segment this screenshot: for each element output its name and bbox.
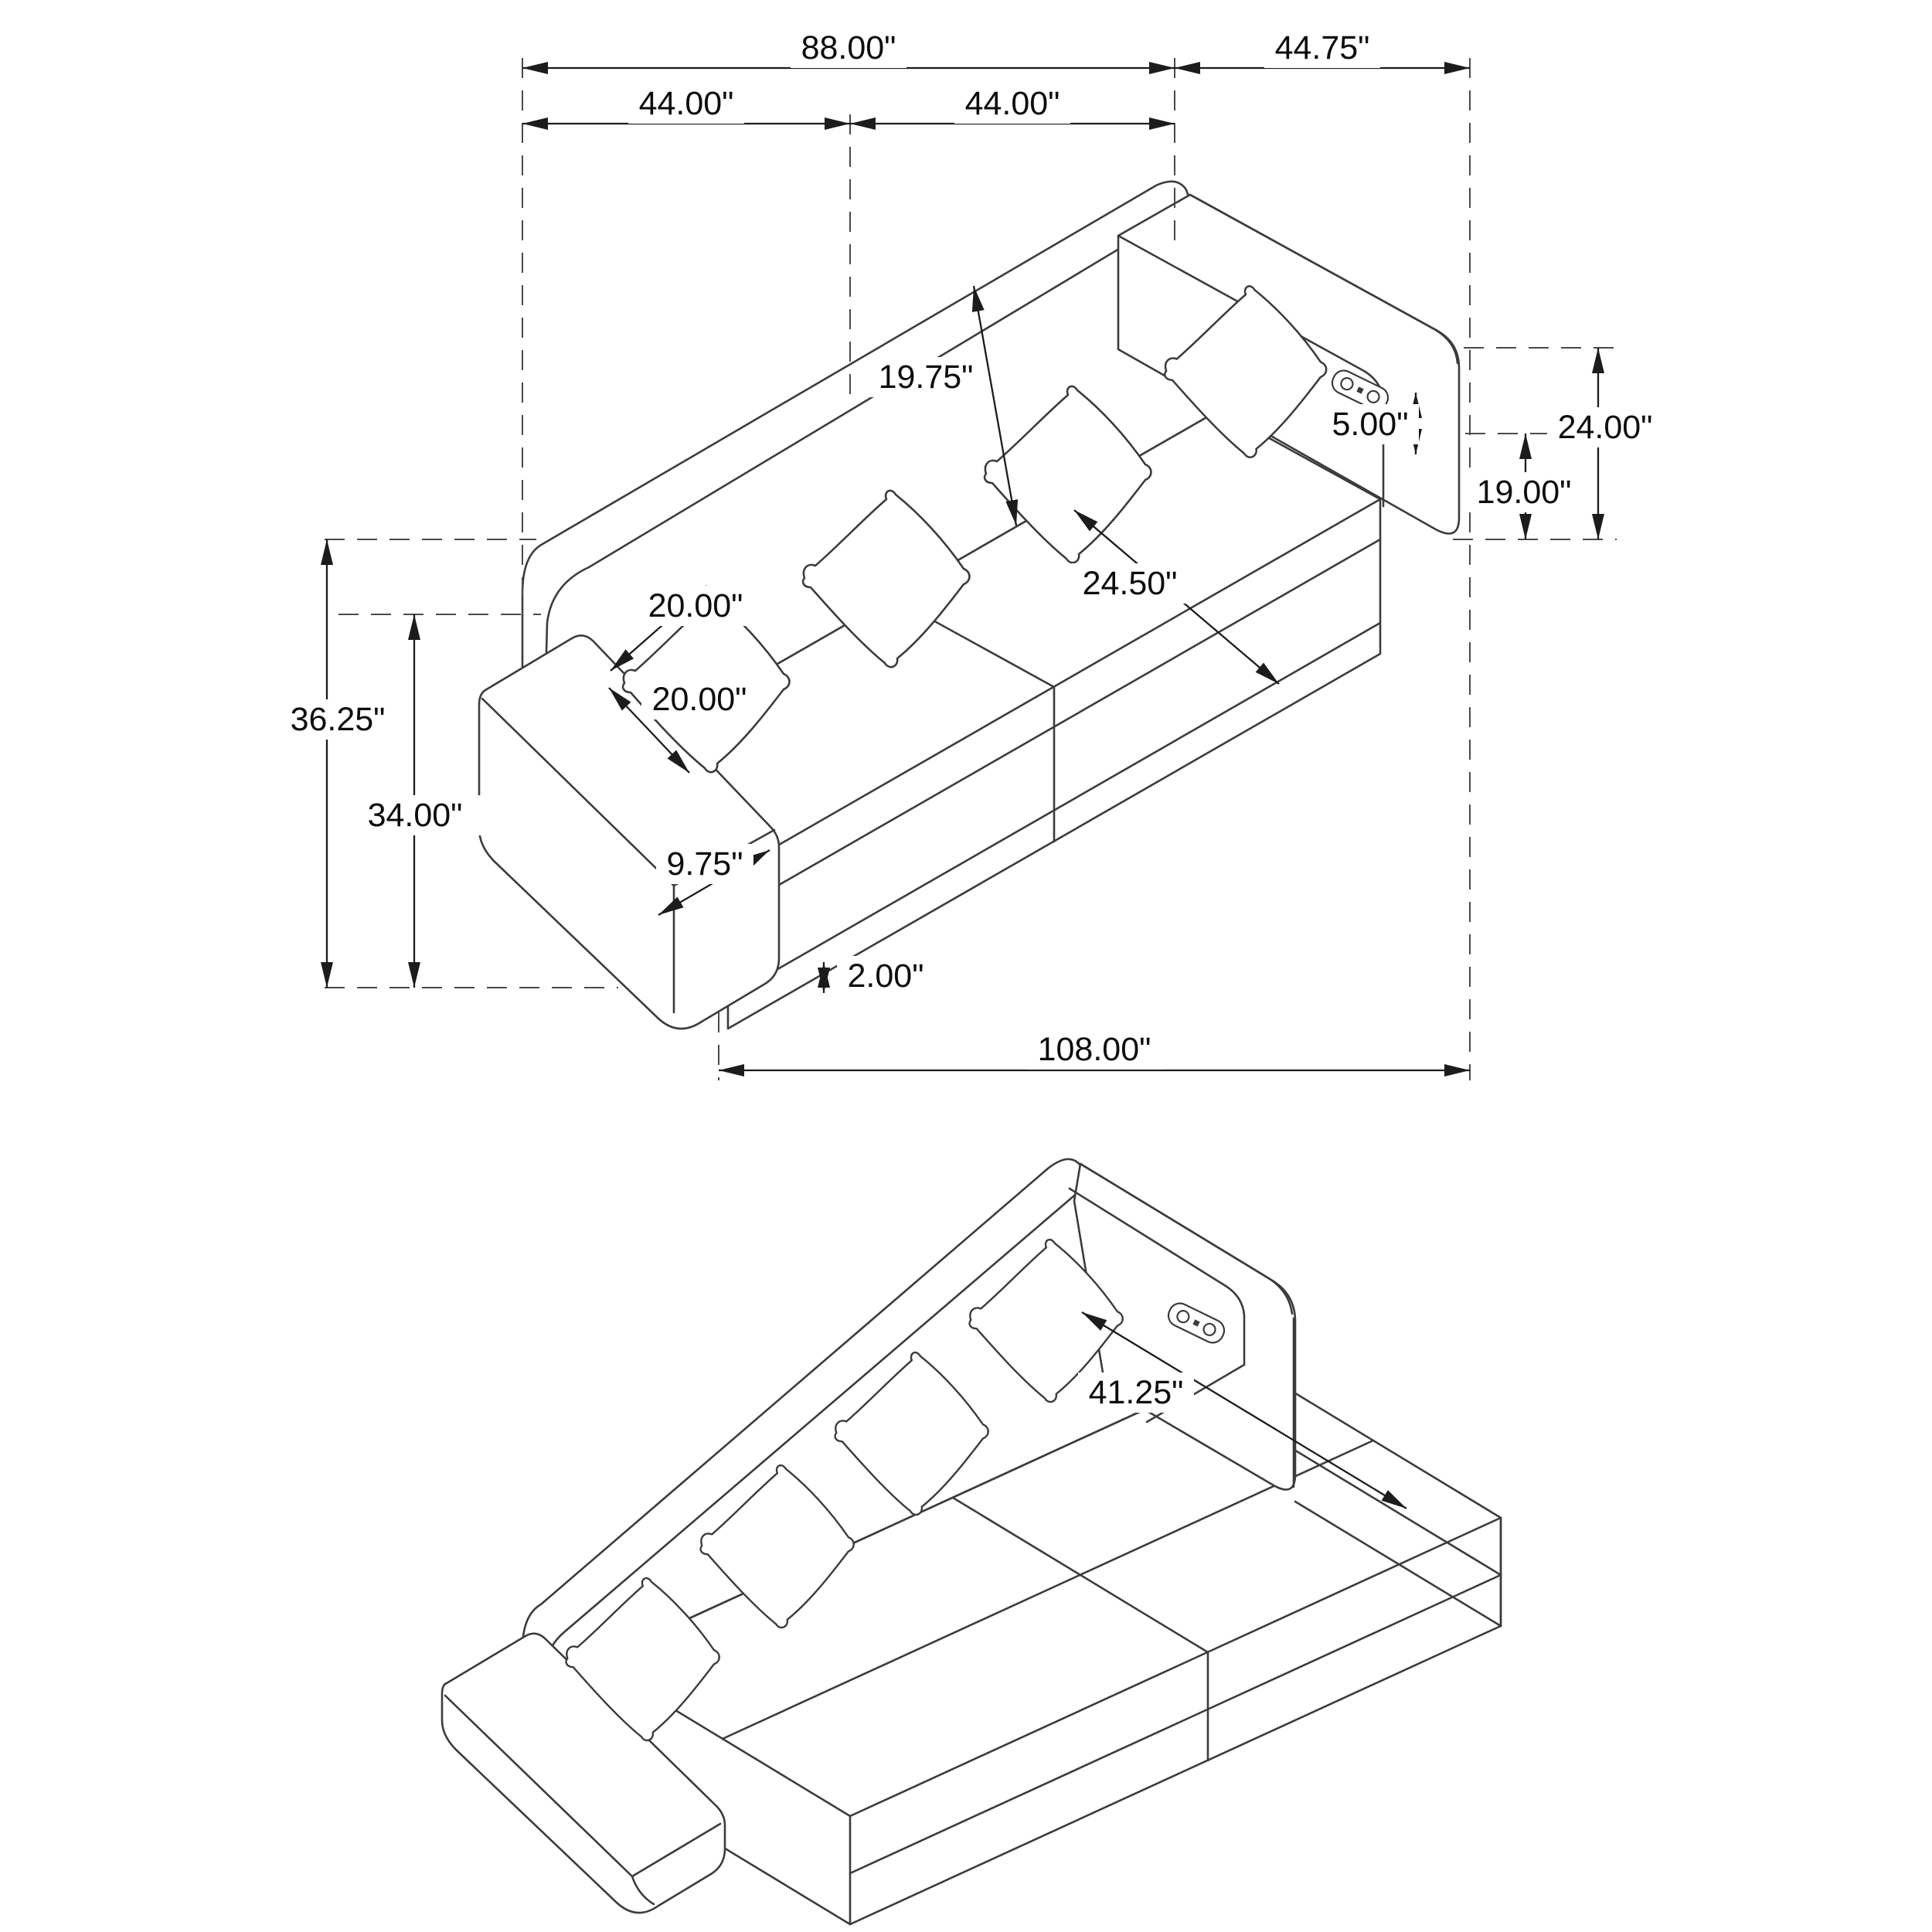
dim-overall-height: 36.25" xyxy=(272,539,403,988)
dimensions-top-view: 88.00" 44.75" 44.00" 44.00" 19.75" xyxy=(272,28,1663,1077)
dim-label-back-cushion: 19.75" xyxy=(879,359,974,396)
dim-label-arm-above-seat: 5.00" xyxy=(1332,406,1409,443)
label-bg xyxy=(791,28,906,68)
extension-lines-top-view xyxy=(325,58,1617,1080)
dim-label-right-section: 44.00" xyxy=(965,85,1060,122)
dim-pullout-width: 41.25" xyxy=(1078,1311,1407,1509)
label-bg xyxy=(954,83,1070,124)
dim-arm-above-seat: 5.00" xyxy=(1321,393,1422,454)
dim-line-back-cushion xyxy=(971,285,1019,526)
dim-seat-depth: 24.50" xyxy=(1072,509,1280,685)
bed-right-arm-outer-top-edge xyxy=(1079,1162,1294,1315)
dim-label-back-height: 34.00" xyxy=(368,797,463,834)
label-bg xyxy=(1321,404,1419,444)
bed-right-arm-inner-top-edge xyxy=(1068,1187,1246,1317)
sofa-left-arm xyxy=(478,634,781,1030)
dim-arm-height: 24.00" xyxy=(1547,348,1663,539)
dim-left-section: 44.00" xyxy=(522,83,850,130)
bed-right-bottom-edge xyxy=(1294,1500,1502,1628)
label-bg xyxy=(641,679,757,719)
label-bg xyxy=(1026,1029,1162,1070)
label-bg xyxy=(1547,407,1663,447)
dim-back-height: 34.00" xyxy=(349,614,481,988)
label-bg xyxy=(638,586,753,626)
dim-line-pullout-width xyxy=(1081,1311,1407,1509)
sofa-top-view: 88.00" 44.75" 44.00" 44.00" 19.75" xyxy=(272,28,1663,1080)
dim-arm-width: 9.75" xyxy=(656,844,770,916)
right-arm-outer-top-edge xyxy=(1189,193,1459,365)
label-bg xyxy=(628,83,744,124)
label-bg xyxy=(1072,563,1188,604)
label-bg xyxy=(272,699,403,740)
bed-left-arm-front-top-edge xyxy=(631,1822,722,1878)
left-arm-outer-top-edge xyxy=(481,697,675,887)
dim-overall-length: 108.00" xyxy=(719,1029,1470,1077)
label-bg xyxy=(349,795,481,835)
label-bg xyxy=(1078,1372,1194,1413)
label-bg xyxy=(837,956,934,996)
bed-left-arm-corner-curve xyxy=(631,1875,655,1906)
dim-label-base-height: 2.00" xyxy=(848,957,924,995)
label-bg xyxy=(1466,472,1582,512)
dim-seat-height: 19.00" xyxy=(1466,434,1582,539)
dim-label-pillow-height: 20.00" xyxy=(652,681,747,718)
dim-label-pillow-width: 20.00" xyxy=(648,587,743,624)
dim-overall-width: 88.00" xyxy=(522,28,1175,74)
label-bg xyxy=(868,357,984,397)
dim-label-overall-length: 108.00" xyxy=(1038,1031,1151,1068)
dim-label-overall-width: 88.00" xyxy=(801,29,896,66)
dim-label-arm-width: 9.75" xyxy=(667,845,743,883)
dim-pillow-width: 20.00" xyxy=(610,585,753,672)
dim-label-overall-height: 36.25" xyxy=(291,701,386,738)
dim-base-height: 2.00" xyxy=(818,956,934,996)
dim-right-section: 44.00" xyxy=(850,83,1175,130)
dim-label-left-section: 44.00" xyxy=(639,85,734,122)
dim-pillow-height: 20.00" xyxy=(608,679,757,774)
dim-label-right-depth: 44.75" xyxy=(1275,29,1370,66)
dim-label-seat-height: 19.00" xyxy=(1477,474,1572,511)
sofa-bed-view: 41.25" xyxy=(440,1158,1502,1926)
bed-left-arm xyxy=(440,1632,726,1914)
bed-left-arm-outer-top-edge xyxy=(444,1694,634,1878)
dim-back-cushion-length: 19.75" xyxy=(868,285,1019,526)
dim-label-pullout-width: 41.25" xyxy=(1089,1374,1184,1411)
bed-front-edge xyxy=(849,1516,1502,1818)
dim-label-arm-height: 24.00" xyxy=(1558,409,1653,446)
bed-front-band xyxy=(849,1573,1502,1875)
label-bg xyxy=(1264,28,1380,68)
dim-label-seat-depth: 24.50" xyxy=(1083,565,1178,602)
bed-split-crosswise xyxy=(951,1496,1209,1654)
dim-line-pillow-height xyxy=(608,687,690,774)
label-bg xyxy=(656,844,753,884)
dim-right-depth: 44.75" xyxy=(1175,28,1470,74)
